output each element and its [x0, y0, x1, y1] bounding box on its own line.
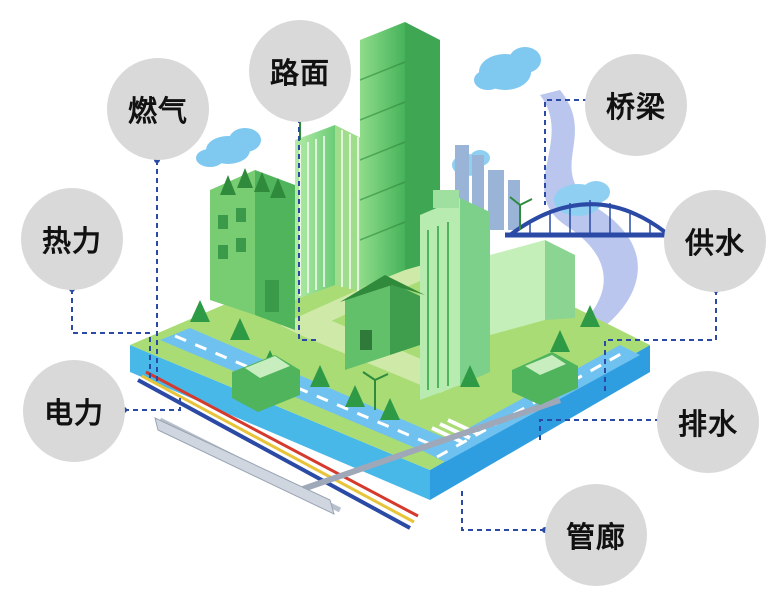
train [154, 417, 335, 515]
platform-side-right [430, 345, 650, 500]
label-water-supply: 供水 [664, 190, 766, 292]
car-right [512, 352, 578, 405]
label-water-supply-text: 供水 [684, 226, 745, 260]
label-utility-tunnel-text: 管廊 [565, 520, 626, 554]
house [340, 275, 425, 370]
label-gas-text: 燃气 [127, 94, 188, 128]
label-drainage: 排水 [657, 371, 759, 473]
label-electricity: 电力 [23, 360, 125, 462]
car-left [232, 355, 300, 412]
building-right [420, 198, 460, 400]
label-road-surface: 路面 [249, 20, 351, 122]
rooftop-trees [220, 168, 286, 198]
label-bridge-text: 桥梁 [605, 90, 666, 124]
label-utility-tunnel: 管廊 [545, 484, 647, 586]
bridge [505, 200, 670, 238]
label-bridge: 桥梁 [585, 54, 687, 156]
connector-lines [71, 99, 717, 531]
label-electricity-text: 电力 [43, 396, 104, 430]
tower-tall [360, 22, 405, 288]
label-road-surface-text: 路面 [269, 56, 330, 90]
building-low-right [490, 240, 545, 335]
label-heating-text: 热力 [41, 224, 102, 258]
platform-side-left [130, 345, 430, 500]
label-gas: 燃气 [107, 58, 209, 160]
label-heating: 热力 [21, 188, 123, 290]
cloud [196, 128, 261, 167]
cloud [474, 47, 541, 90]
wind-turbines [289, 111, 533, 410]
building-left [210, 170, 255, 315]
label-drainage-text: 排水 [677, 407, 738, 441]
